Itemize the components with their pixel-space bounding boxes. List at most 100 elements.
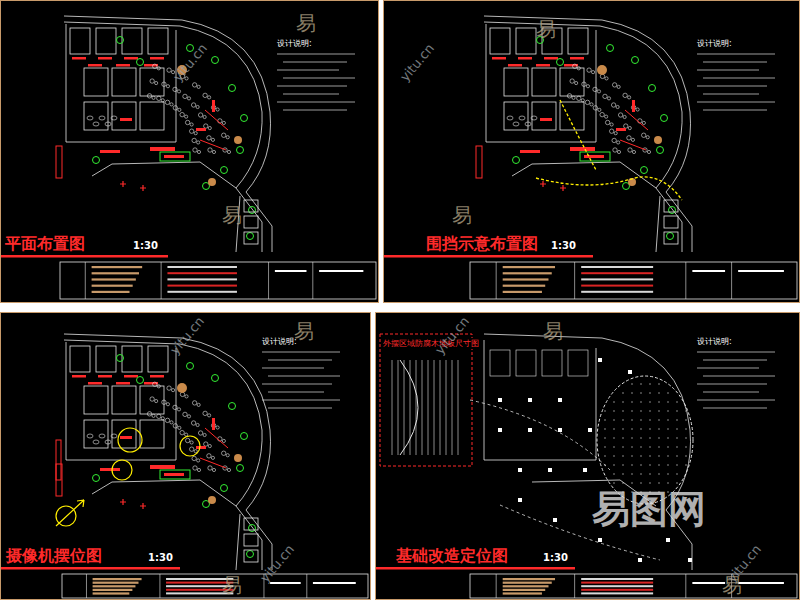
seat: [211, 456, 214, 459]
seat: [612, 83, 616, 87]
hatch-dot: [676, 482, 677, 483]
title-block-divider: [574, 262, 575, 299]
seat: [203, 115, 206, 118]
hatch-dot: [649, 419, 650, 420]
room: [244, 200, 258, 212]
hatch-dot: [685, 410, 686, 411]
seat: [590, 103, 593, 106]
seat: [192, 83, 196, 87]
seat: [170, 421, 173, 424]
room: [112, 68, 136, 96]
room: [664, 232, 678, 244]
seat: [173, 87, 177, 91]
hatch-dot: [658, 473, 659, 474]
seat: [162, 82, 166, 86]
column-symbol: [208, 178, 216, 186]
seat: [611, 103, 615, 107]
counter: [164, 155, 184, 158]
seat: [208, 96, 211, 99]
drawing-sheet: 围挡示意布置图1:30: [383, 0, 800, 303]
hatch-dot: [658, 464, 659, 465]
seat: [194, 450, 197, 453]
title-block-text-bar: [503, 266, 555, 268]
hatch-dot: [631, 383, 632, 384]
column-symbol: [654, 136, 662, 144]
title-block-text-bar: [503, 582, 552, 584]
hatch-dot: [613, 401, 614, 402]
notes-heading: 设计说明:: [697, 336, 732, 347]
seat: [597, 90, 600, 93]
title-underline: [0, 255, 168, 258]
title-block-divider: [86, 574, 87, 598]
title-block-text-bar: [93, 592, 130, 594]
hatch-dot: [604, 410, 605, 411]
note-line: [268, 359, 332, 360]
column-symbol: [234, 454, 242, 462]
seat: [155, 81, 158, 84]
title-block-text-bar: [503, 578, 555, 580]
hatch-dot: [667, 410, 668, 411]
title-underline: [383, 255, 593, 258]
seat: [185, 120, 189, 124]
note-line: [703, 61, 767, 62]
title-block-frame: [470, 262, 797, 299]
watermark: yitu.cn: [167, 314, 207, 357]
seat: [189, 129, 193, 133]
tree-symbol: [241, 115, 248, 122]
counter: [580, 152, 610, 161]
deck-board: [428, 360, 429, 455]
counter: [160, 470, 190, 479]
hatch-dot: [649, 455, 650, 456]
room: [122, 346, 142, 372]
seat-group: [507, 116, 513, 120]
seat: [152, 414, 155, 417]
footing-dot: [498, 428, 502, 432]
room: [84, 102, 108, 130]
seat: [585, 100, 589, 104]
plan-line: [66, 24, 176, 142]
hatch-dot: [631, 437, 632, 438]
seat: [642, 133, 646, 137]
room: [490, 350, 510, 376]
seat-group: [105, 440, 111, 444]
seat: [631, 138, 634, 141]
hatch-dot: [640, 392, 641, 393]
hatch-dot: [622, 482, 623, 483]
note-line: [703, 407, 767, 408]
sheet-title: 摄像机摆位图: [4, 546, 104, 565]
seat: [157, 96, 161, 100]
seat: [191, 421, 195, 425]
hatch-dot: [604, 428, 605, 429]
plan-line: [64, 22, 262, 252]
seat-group: [93, 122, 99, 126]
room-tag: [508, 64, 522, 67]
note-line: [697, 85, 767, 86]
seat: [227, 150, 230, 153]
watermark: 易: [452, 202, 472, 229]
note-line: [277, 69, 339, 70]
room-tag: [492, 57, 506, 60]
seat-group: [87, 116, 93, 120]
title-block-text-bar: [692, 270, 725, 272]
seat: [180, 430, 184, 434]
footing-dot: [688, 558, 692, 562]
seat-group: [93, 440, 99, 444]
hatch-dot: [622, 401, 623, 402]
room: [244, 216, 258, 228]
seat: [157, 414, 161, 418]
title-block-divider: [306, 574, 307, 598]
panel-ground: [375, 312, 800, 600]
seat: [222, 121, 225, 124]
seat-group: [105, 122, 111, 126]
seat: [617, 150, 620, 153]
seat: [609, 129, 613, 133]
room: [244, 518, 258, 530]
hatch-dot: [631, 482, 632, 483]
seat: [177, 90, 180, 93]
room-tag: [124, 57, 138, 60]
drawing-sheet: 基础改造定位图1:30: [375, 312, 800, 600]
hatch-dot: [667, 437, 668, 438]
scale-label: 1:30: [549, 239, 578, 252]
note-line: [277, 53, 355, 54]
hatch-dot: [640, 383, 641, 384]
